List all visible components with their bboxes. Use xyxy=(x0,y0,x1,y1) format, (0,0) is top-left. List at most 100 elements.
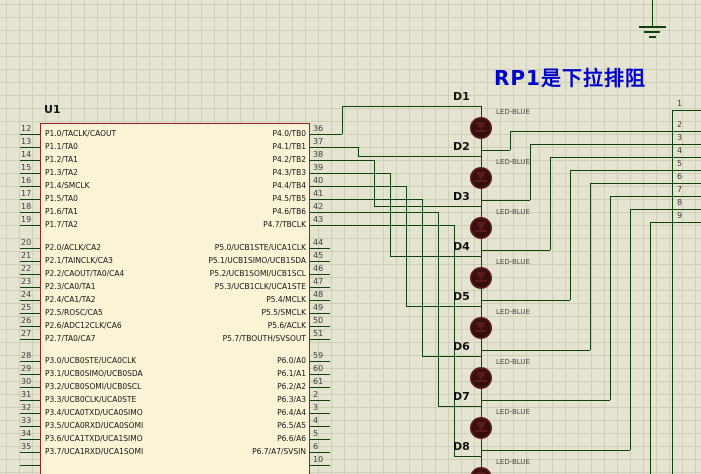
wire xyxy=(672,110,673,474)
pin-name: P5.0/UCB1STE/UCA1CLK xyxy=(214,243,306,252)
pin-name: P5.1/UCB1SIMO/UCB1SDA xyxy=(208,256,306,265)
ground-bar xyxy=(649,36,656,38)
pin-name: P4.3/TB3 xyxy=(272,168,306,177)
led-symbol[interactable] xyxy=(470,117,492,139)
pin-number: 32 xyxy=(21,403,32,412)
chip-pin-stub xyxy=(20,439,40,440)
pin-name: P3.5/UCA0RXD/UCA0SOMI xyxy=(45,421,144,430)
wire xyxy=(590,183,672,184)
pin-number: 13 xyxy=(21,137,32,146)
pin-name: P6.7/A7/SVSIN xyxy=(252,447,306,456)
chip-pin-stub xyxy=(310,186,330,187)
chip-pin-stub xyxy=(20,426,40,427)
led-symbol[interactable] xyxy=(470,367,492,389)
led-symbol[interactable] xyxy=(470,217,492,239)
chip-pin-stub xyxy=(20,452,40,453)
wire xyxy=(330,134,342,135)
wire xyxy=(406,186,407,306)
led-part-value: LED-BLUE xyxy=(496,108,530,116)
diode-bar-icon xyxy=(475,130,487,132)
pin-number: 35 xyxy=(21,442,32,451)
wire xyxy=(650,222,672,223)
pin-number: 30 xyxy=(21,377,32,386)
pin-name: P4.4/TB4 xyxy=(272,181,306,190)
led-reference: D5 xyxy=(453,290,470,303)
wire xyxy=(358,156,481,157)
wire xyxy=(330,173,390,174)
mcu-chip-body[interactable] xyxy=(40,123,310,474)
led-symbol[interactable] xyxy=(470,317,492,339)
led-reference: D2 xyxy=(453,140,470,153)
wire xyxy=(330,186,406,187)
wire xyxy=(481,400,610,401)
rp-pin-number: 9 xyxy=(677,211,683,220)
pin-number: 28 xyxy=(21,351,32,360)
led-symbol[interactable] xyxy=(470,467,492,474)
led-reference: D8 xyxy=(453,440,470,453)
chip-pin-stub xyxy=(20,374,40,375)
pin-number: 43 xyxy=(313,215,324,224)
rp-pin-number: 2 xyxy=(677,120,683,129)
pin-number: 12 xyxy=(21,124,32,133)
pin-number: 61 xyxy=(313,377,324,386)
wire xyxy=(406,306,481,307)
pin-name: P3.2/UCB0SOMI/UCB0SCL xyxy=(45,382,142,391)
pin-number: 14 xyxy=(21,150,32,159)
led-part-value: LED-BLUE xyxy=(496,258,530,266)
pin-name: P1.7/TA2 xyxy=(45,220,78,229)
pin-name: P5.5/SMCLK xyxy=(261,308,306,317)
pin-number: 51 xyxy=(313,329,324,338)
pin-number: 47 xyxy=(313,277,324,286)
rp-pin-number: 8 xyxy=(677,198,683,207)
ground-icon[interactable] xyxy=(636,0,670,42)
pin-name: P5.4/MCLK xyxy=(266,295,306,304)
chip-pin-stub xyxy=(310,361,330,362)
chip-pin-stub xyxy=(20,147,40,148)
wire xyxy=(590,183,591,350)
chip-pin-stub xyxy=(20,212,40,213)
pin-number: 29 xyxy=(21,364,32,373)
ground-stub xyxy=(652,0,653,26)
pin-name: P5.7/TBOUTH/SVSOUT xyxy=(222,334,306,343)
pin-name: P4.1/TB1 xyxy=(272,142,306,151)
wire xyxy=(330,199,422,200)
led-reference: D6 xyxy=(453,340,470,353)
diode-bar-icon xyxy=(475,330,487,332)
wire xyxy=(422,356,481,357)
pin-name: P6.1/A1 xyxy=(277,369,306,378)
pin-number: 16 xyxy=(21,176,32,185)
led-symbol[interactable] xyxy=(470,167,492,189)
wire xyxy=(330,147,358,148)
pin-number: 6 xyxy=(313,442,319,451)
pin-name: P5.3/UCB1CLK/UCA1STE xyxy=(214,282,306,291)
pin-name: P6.2/A2 xyxy=(277,382,306,391)
chip-reference: U1 xyxy=(44,103,61,116)
pin-number: 59 xyxy=(313,351,324,360)
chip-pin-stub xyxy=(310,300,330,301)
wire xyxy=(510,131,672,132)
pin-name: P1.4/SMCLK xyxy=(45,181,90,190)
led-symbol[interactable] xyxy=(470,417,492,439)
annotation-text[interactable]: RP1是下拉排阻 xyxy=(494,66,646,90)
pin-name: P2.3/CA0/TA1 xyxy=(45,282,96,291)
pin-number: 5 xyxy=(313,429,319,438)
wire xyxy=(330,212,438,213)
chip-pin-stub xyxy=(310,134,330,135)
pin-number: 31 xyxy=(21,390,32,399)
led-symbol[interactable] xyxy=(470,267,492,289)
wire xyxy=(390,256,481,257)
pin-number: 4 xyxy=(313,416,319,425)
pin-name: P6.0/A0 xyxy=(277,356,306,365)
rp-pin-stub xyxy=(672,131,701,132)
pin-number: 15 xyxy=(21,163,32,172)
pin-name: P2.4/CA1/TA2 xyxy=(45,295,96,304)
pin-name: P2.6/ADC12CLK/CA6 xyxy=(45,321,122,330)
diode-triangle-icon xyxy=(476,172,486,180)
pin-number: 46 xyxy=(313,264,324,273)
pin-number: 25 xyxy=(21,303,32,312)
pin-number: 49 xyxy=(313,303,324,312)
diode-triangle-icon xyxy=(476,222,486,230)
chip-pin-stub xyxy=(310,465,330,466)
rp-pin-stub xyxy=(672,196,701,197)
wire xyxy=(342,106,481,107)
